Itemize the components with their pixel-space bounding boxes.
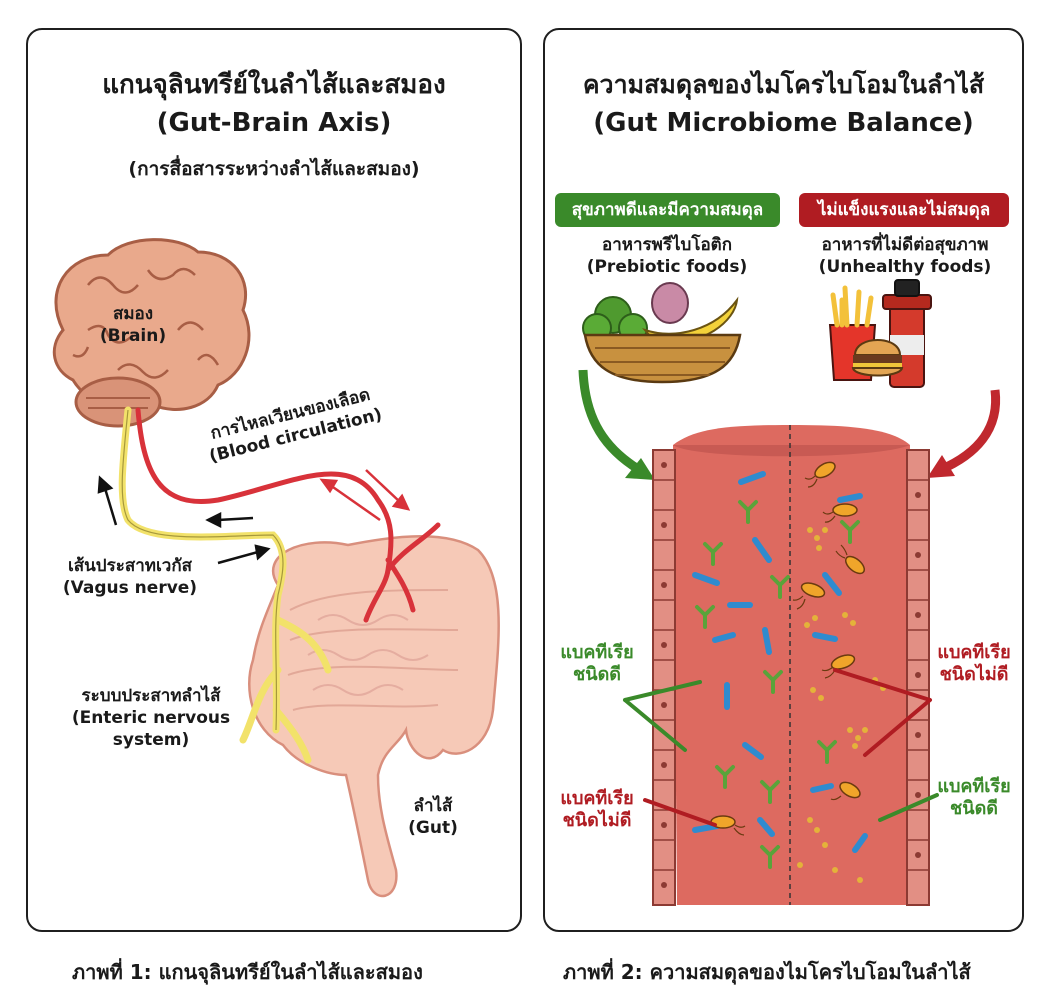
unhealthy-imbalance-badge: ไม่แข็งแรงและไม่สมดุล: [799, 193, 1009, 227]
bad-bacteria-right-type: ชนิดไม่ดี: [939, 664, 1009, 685]
ens-label-english-2: system): [112, 730, 190, 750]
gut-illustration: [248, 535, 500, 898]
vagus-nerve-label: เส้นประสาทเวกัส (Vagus nerve): [40, 555, 220, 599]
gut-label-english: (Gut): [408, 818, 458, 838]
prebiotic-food-basket: [582, 282, 742, 384]
vagus-label-english: (Vagus nerve): [62, 578, 198, 598]
figure-2-caption: ภาพที่ 2: ความสมดุลของไมโครไบโอมในลำไส้: [563, 960, 971, 984]
red-arrow: [938, 389, 1001, 475]
good-bacteria-left-type: ชนิดดี: [573, 664, 621, 685]
enteric-nervous-system-label: ระบบประสาทลำไส้ (Enteric nervous system): [56, 685, 246, 751]
green-arrow: [578, 369, 646, 476]
prebiotic-foods-label: อาหารพรีไบโอติก (Prebiotic foods): [557, 234, 777, 278]
unhealthy-label-thai: อาหารที่ไม่ดีต่อสุขภาพ: [821, 235, 989, 255]
good-bacteria-label-left: แบคทีเรีย ชนิดดี: [547, 642, 647, 686]
vagus-label-thai: เส้นประสาทเวกัส: [67, 556, 192, 576]
microbiome-balance-panel: ความสมดุลของไมโครไบโอมในลำไส้ (Gut Micro…: [543, 28, 1024, 932]
brain-label-english: (Brain): [99, 326, 167, 346]
blood-vessel: [135, 407, 441, 623]
panel2-title-thai: ความสมดุลของไมโครไบโอมในลำไส้: [582, 70, 985, 99]
good-bacteria-right-word: แบคทีเรีย: [937, 776, 1011, 797]
gut-label-thai: ลำไส้: [413, 796, 453, 816]
bad-bacteria-label-left: แบคทีเรีย ชนิดไม่ดี: [547, 788, 647, 832]
blood-arrows: [319, 469, 411, 522]
gut-brain-illustration: [52, 238, 500, 898]
microbiome-illustration: [578, 279, 1001, 906]
unhealthy-food-group: [828, 279, 932, 388]
good-bacteria-left-word: แบคทีเรีย: [560, 642, 634, 663]
panel1-subtitle: (การสื่อสารระหว่างลำไส้และสมอง): [128, 158, 420, 180]
prebiotic-label-english: (Prebiotic foods): [586, 257, 748, 277]
unhealthy-foods-label: อาหารที่ไม่ดีต่อสุขภาพ (Unhealthy foods): [795, 234, 1015, 278]
good-bacteria: [692, 471, 868, 869]
prebiotic-label-thai: อาหารพรีไบโอติก: [602, 235, 732, 255]
bad-bacteria-right-word: แบคทีเรีย: [937, 642, 1011, 663]
gut-label: ลำไส้ (Gut): [393, 795, 473, 839]
good-bacteria-label-right: แบคทีเรีย ชนิดดี: [927, 776, 1021, 820]
bad-bacteria-left-type: ชนิดไม่ดี: [562, 810, 632, 831]
figure-1-caption: ภาพที่ 1: แกนจุลินทรีย์ในลำไส้และสมอง: [72, 960, 423, 984]
bad-bacteria-left-word: แบคทีเรีย: [560, 788, 634, 809]
panel1-title-thai: แกนจุลินทรีย์ในลำไส้และสมอง: [102, 70, 446, 100]
ens-label-english: (Enteric nervous: [71, 708, 231, 728]
ens-label-thai: ระบบประสาทลำไส้: [81, 686, 221, 706]
signal-arrows: [97, 475, 271, 565]
bad-bacteria: [710, 461, 886, 883]
good-bacteria-right-type: ชนิดดี: [950, 798, 998, 819]
gut-brain-axis-panel: แกนจุลินทรีย์ในลำไส้และสมอง (Gut-Brain A…: [26, 28, 522, 932]
unhealthy-label-english: (Unhealthy foods): [818, 257, 992, 277]
brain-label: สมอง (Brain): [93, 303, 173, 347]
panel2-title-english: (Gut Microbiome Balance): [593, 108, 974, 138]
label-pointer-lines: [623, 668, 939, 827]
bad-bacteria-label-right: แบคทีเรีย ชนิดไม่ดี: [927, 642, 1021, 686]
healthy-balance-badge: สุขภาพดีและมีความสมดุล: [555, 193, 780, 227]
brain-label-thai: สมอง: [112, 304, 154, 324]
intestine-cross-section: [652, 425, 930, 906]
panel1-title-english: (Gut-Brain Axis): [156, 108, 392, 138]
